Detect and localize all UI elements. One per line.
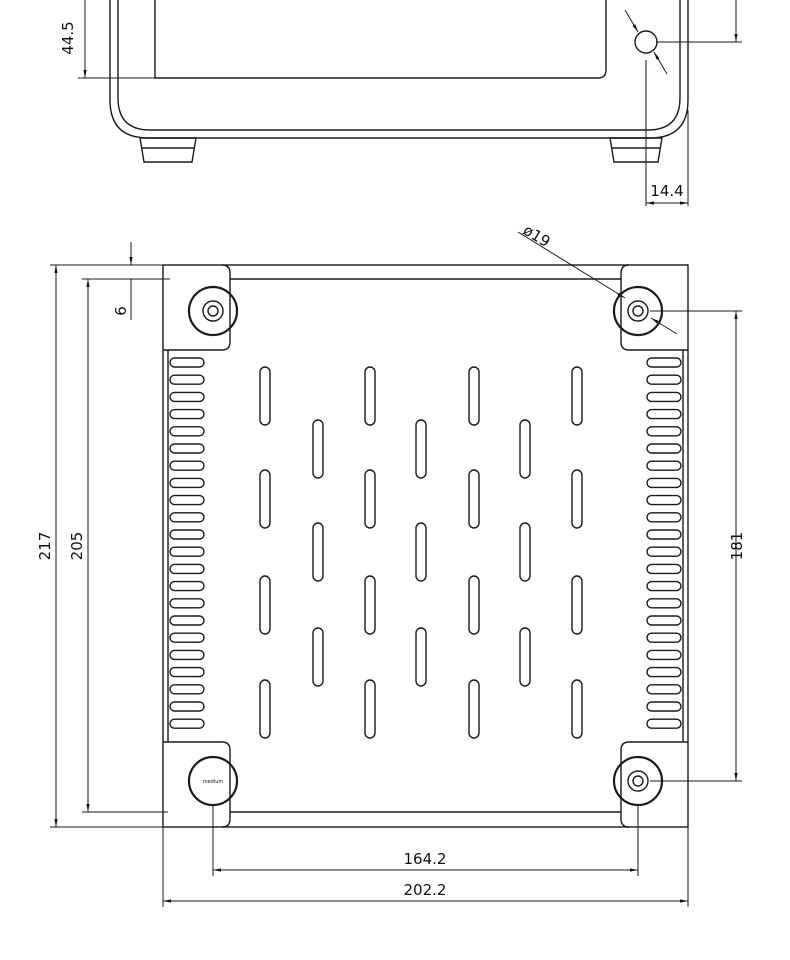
fin bbox=[646, 563, 682, 575]
fin bbox=[169, 701, 205, 712]
fin bbox=[646, 477, 682, 489]
fin bbox=[646, 529, 682, 540]
vent-slot bbox=[468, 366, 480, 426]
dim-diameter-19: ø19 bbox=[520, 221, 553, 251]
vent-slot bbox=[571, 366, 583, 426]
corner-block-tl bbox=[163, 264, 231, 351]
bottom-outer bbox=[162, 264, 689, 828]
fin bbox=[169, 718, 205, 729]
fin bbox=[169, 684, 205, 695]
vent-slot bbox=[519, 419, 531, 479]
vent-slot bbox=[571, 679, 583, 739]
front-body-outline bbox=[109, 0, 689, 139]
fin bbox=[169, 357, 205, 368]
vent-slot bbox=[415, 627, 427, 687]
corner-block-bl bbox=[163, 741, 231, 828]
fin bbox=[169, 426, 205, 437]
fin bbox=[646, 718, 682, 729]
fin bbox=[169, 443, 205, 454]
fin bbox=[169, 408, 205, 420]
fin bbox=[646, 391, 682, 403]
vent-slot bbox=[364, 469, 376, 529]
vent-slot bbox=[519, 522, 531, 582]
fin bbox=[169, 615, 205, 626]
vent-slot bbox=[259, 366, 271, 426]
fin bbox=[169, 546, 205, 557]
side-fins-right bbox=[646, 357, 682, 729]
fin bbox=[169, 460, 205, 471]
vent-slot bbox=[571, 469, 583, 529]
foot-label: medium bbox=[203, 779, 224, 785]
vent-slot bbox=[468, 575, 480, 635]
dim-6: 6 bbox=[112, 306, 130, 316]
fin bbox=[646, 580, 682, 592]
front-left-foot bbox=[139, 137, 197, 163]
vent-slot bbox=[312, 627, 324, 687]
fin bbox=[169, 529, 205, 540]
fin bbox=[646, 460, 682, 471]
fin bbox=[646, 666, 682, 678]
corner-block-br bbox=[620, 741, 688, 828]
fin bbox=[169, 374, 205, 385]
vent-slots bbox=[259, 366, 583, 739]
fin bbox=[169, 477, 205, 489]
fin bbox=[646, 443, 682, 454]
fin bbox=[646, 426, 682, 437]
corner-block-tr bbox=[620, 264, 688, 351]
fin bbox=[169, 666, 205, 678]
vent-slot bbox=[519, 627, 531, 687]
dim-205: 205 bbox=[68, 532, 86, 561]
bottom-view: medium 6 217 205 181 bbox=[36, 221, 746, 907]
fin bbox=[169, 580, 205, 592]
dim-14-4: 14.4 bbox=[650, 182, 683, 200]
dim-202-2: 202.2 bbox=[404, 881, 447, 899]
fin bbox=[646, 649, 682, 661]
vent-slot bbox=[364, 366, 376, 426]
front-knob bbox=[634, 30, 658, 54]
fin bbox=[169, 563, 205, 575]
front-right-foot bbox=[609, 137, 663, 163]
vent-slot bbox=[259, 679, 271, 739]
fin bbox=[646, 374, 682, 385]
fin bbox=[646, 408, 682, 420]
fin bbox=[169, 494, 205, 506]
vent-slot bbox=[312, 522, 324, 582]
vent-slot bbox=[415, 419, 427, 479]
fin bbox=[646, 512, 682, 523]
front-panel bbox=[154, 0, 607, 79]
vent-slot bbox=[312, 419, 324, 479]
fin bbox=[646, 701, 682, 712]
dim-44-5: 44.5 bbox=[59, 21, 77, 54]
dim-164-2: 164.2 bbox=[404, 850, 447, 868]
fin bbox=[169, 632, 205, 643]
vent-slot bbox=[415, 522, 427, 582]
fin bbox=[646, 632, 682, 643]
dim-217: 217 bbox=[36, 532, 54, 561]
front-view: 44.5 14.4 bbox=[59, 0, 742, 206]
vent-slot bbox=[259, 575, 271, 635]
fin bbox=[646, 684, 682, 695]
vent-slot bbox=[364, 679, 376, 739]
fin bbox=[169, 598, 205, 609]
fin bbox=[646, 546, 682, 557]
vent-slot bbox=[571, 575, 583, 635]
fin bbox=[169, 512, 205, 523]
fin bbox=[646, 494, 682, 506]
side-fins-left bbox=[169, 357, 205, 729]
vent-slot bbox=[468, 469, 480, 529]
fin bbox=[169, 391, 205, 403]
vent-slot bbox=[468, 679, 480, 739]
dim-181: 181 bbox=[728, 532, 746, 561]
fin bbox=[646, 598, 682, 609]
fin bbox=[646, 615, 682, 626]
fin bbox=[646, 357, 682, 368]
vent-slot bbox=[364, 575, 376, 635]
front-body-inner-outline bbox=[117, 0, 681, 131]
fin bbox=[169, 649, 205, 661]
foot-tl bbox=[187, 285, 239, 337]
vent-slot bbox=[259, 469, 271, 529]
